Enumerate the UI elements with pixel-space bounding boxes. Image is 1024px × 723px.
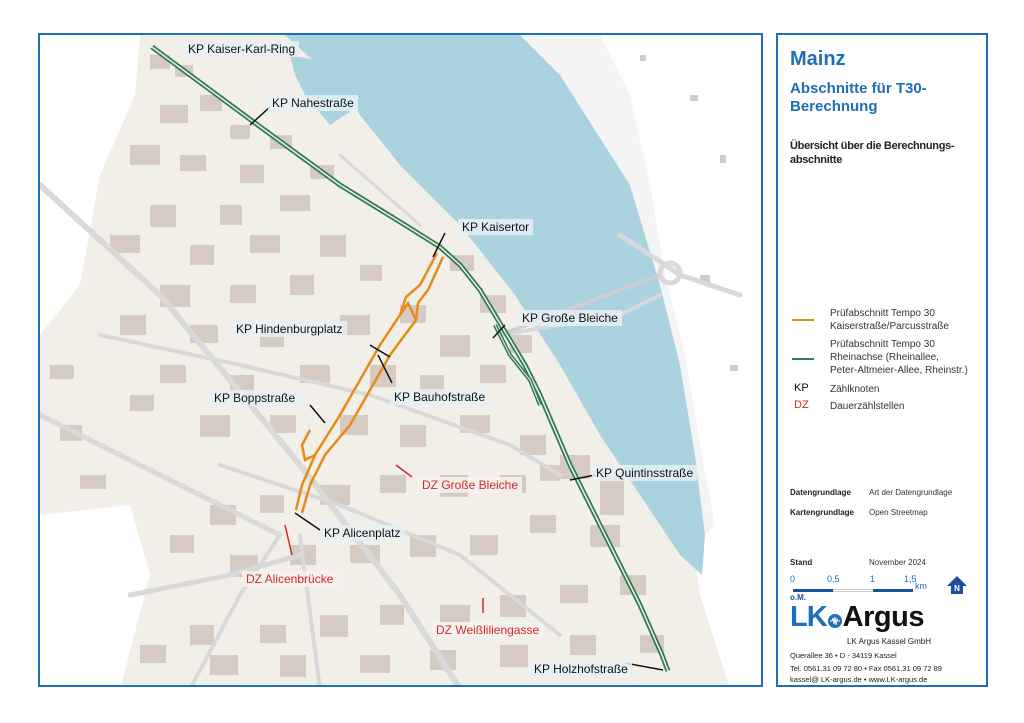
kartengrundlage-value: Open Streetmap (869, 508, 928, 517)
orange-line-icon (792, 319, 814, 321)
legend-item-green-line2: Rheinachse (Rheinallee, (830, 352, 939, 363)
scale-tick-1: 1 (870, 574, 876, 584)
map-frame[interactable]: KP Kaiser-Karl-Ring KP Nahestraße KP Kai… (38, 33, 763, 687)
label-kp-kaisertor: KP Kaisertor (458, 219, 534, 235)
scale-note: o.M. (790, 593, 806, 602)
address-line1: Querallee 36 • D - 34119 Kassel (790, 651, 897, 660)
legend-panel: Mainz Abschnitte für T30-Berechnung Über… (776, 33, 988, 687)
label-kp-grosse-bleiche: KP Große Bleiche (518, 310, 622, 326)
map-title: Mainz (790, 48, 846, 70)
orange-route-kaiserstrasse (294, 252, 445, 514)
label-dz-alicenbruecke: DZ Alicenbrücke (242, 571, 338, 587)
dz-abbr: DZ (794, 399, 809, 411)
label-dz-grosse-bleiche: DZ Große Bleiche (418, 477, 523, 493)
label-dz-weissliliengasse: DZ Weißliliengasse (432, 622, 544, 638)
map-subtitle: Abschnitte für T30-Berechnung (790, 80, 927, 115)
svg-text:N: N (954, 584, 960, 593)
kp-label: Zählknoten (830, 384, 880, 395)
logo-argus: Argus (842, 601, 925, 633)
label-kp-nahestrasse: KP Nahestraße (268, 95, 358, 111)
logo-lk: LK (790, 601, 828, 633)
map-canvas[interactable] (40, 35, 763, 687)
datengrundlage-label: Datengrundlage (790, 488, 851, 497)
label-kp-hindenburgplatz: KP Hindenburgplatz (232, 321, 347, 337)
map-description: Übersicht über die Berechnungs-abschnitt… (790, 140, 955, 166)
stand-label: Stand (790, 558, 813, 567)
label-kp-boppstrasse: KP Boppstraße (210, 390, 300, 406)
green-line-icon (792, 358, 814, 360)
stand-value: November 2024 (869, 558, 926, 567)
legend-item-green-line1: Prüfabschnitt Tempo 30 (830, 339, 935, 350)
dz-label: Dauerzählstellen (830, 401, 905, 412)
legend-item-orange-line2: Kaiserstraße/Parcusstraße (830, 321, 949, 332)
address-line3: kassel@ LK-argus.de • www.LK-argus.de (790, 675, 928, 684)
river-rhine (285, 35, 705, 575)
legend-item-kp: KP Zählknoten (790, 382, 985, 397)
legend-item-dz: DZ Dauerzählstellen (790, 399, 985, 414)
legend-item-green-line3: Peter-Altmeier-Allee, Rheinstr.) (830, 365, 968, 376)
green-route-rheinachse (150, 44, 671, 672)
legend-item-orange: Prüfabschnitt Tempo 30 Kaiserstraße/Parc… (790, 305, 985, 335)
scale-tick-15: 1,5 (904, 574, 917, 584)
north-arrow-icon: N (947, 576, 967, 596)
legend-item-orange-line1: Prüfabschnitt Tempo 30 (830, 308, 935, 319)
scale-tick-0: 0 (790, 574, 796, 584)
logo-wave-icon (827, 614, 842, 628)
scale-unit: km (915, 581, 927, 591)
company-logo: LK Argus LK Argus Kassel GmbH (790, 601, 931, 646)
datengrundlage-value: Art der Datengrundlage (869, 488, 953, 497)
kp-abbr: KP (794, 382, 809, 394)
scale-tick-05: 0,5 (827, 574, 840, 584)
label-kp-quintinsstrasse: KP Quintinsstraße (592, 465, 698, 481)
address-line2: Tel. 0561.31 09 72 80 • Fax 0561.31 09 7… (790, 664, 942, 673)
label-kp-bauhofstrasse: KP Bauhofstraße (390, 389, 490, 405)
label-kp-holzhofstrasse: KP Holzhofstraße (530, 661, 632, 677)
label-kp-kaiser-karl-ring: KP Kaiser-Karl-Ring (184, 41, 300, 57)
label-kp-alicenplatz: KP Alicenplatz (320, 525, 405, 541)
kartengrundlage-label: Kartengrundlage (790, 508, 855, 517)
legend-item-green: Prüfabschnitt Tempo 30 Rheinachse (Rhein… (790, 338, 985, 380)
company-name: LK Argus Kassel GmbH (847, 637, 932, 646)
